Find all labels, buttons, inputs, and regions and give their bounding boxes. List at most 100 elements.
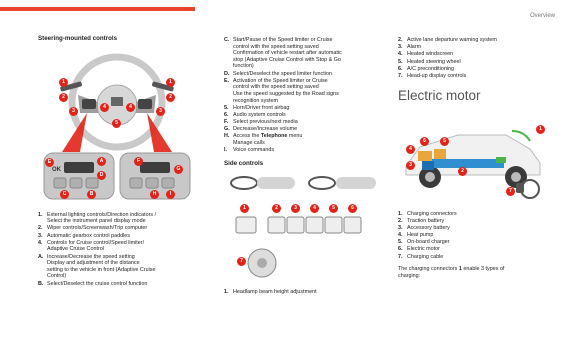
list-item: G.Decrease/Increase volume [224,126,298,133]
charging-paragraph: The charging connectors 1 enable 3 types… [398,266,505,279]
side-callout-3: 3 [291,204,300,214]
ev-callout-5: 5 [440,136,449,146]
list-item: 6.Audio system controls [224,111,286,118]
ev-callout-4: 4 [406,144,415,154]
callout-4-left: 4 [100,102,109,112]
list-item: 6.A/C preconditioning [398,65,455,72]
callout-B: B [87,189,96,199]
list-item: 3.Accessory battery [398,224,450,231]
right-pointer-beam [147,112,172,152]
left-button-1 [53,177,67,189]
ok-label: OK [52,167,62,173]
list-item: 3.Automatic gearbox control paddles [38,232,131,239]
side-callout-7: 7 [237,257,246,267]
list-item: B.Select/Deselect the cruise control fun… [38,280,148,287]
right-button-1 [129,177,143,189]
list-item: 1.External lighting controls/Direction i… [38,211,157,225]
callout-3-left: 3 [69,106,78,116]
list-item: C.Start/Pause of the Speed limiter or Cr… [224,37,342,70]
beam-height-wheel [235,216,257,234]
callout-C: C [60,189,69,199]
side-callout-6: 6 [348,204,357,214]
side-controls-illustration [230,176,376,278]
steering-wheel-illustration: OK [43,53,191,200]
left-button-2 [69,177,83,189]
steering-wheel-figure: OK 1 2 3 4 5 1 2 3 4 E A D C B F G H I [42,47,192,212]
right-roller-control [140,161,170,173]
list-item: 6.Electric motor [398,246,440,253]
brand-logo-shape [111,96,123,106]
right-button-3 [161,177,175,189]
front-wheel-hub [425,171,435,182]
electric-motor-list: 1.Charging connectors 2.Traction battery… [398,211,556,261]
list-item: A.Increase/Decrease the speed setting Di… [38,253,156,280]
list-item: 3.Alarm [398,44,422,51]
on-board-charger [434,148,446,159]
traction-battery [428,158,504,168]
electric-motor-column: 2.Active lane departure warning system 3… [398,37,556,279]
accessory-battery [422,160,434,170]
list-item: 1.Headlamp beam height adjustment [224,289,317,296]
left-roller-control [64,161,94,173]
list-item: 5.On-board charger [398,239,450,246]
button-heated-windscreen [305,216,324,234]
list-item: 5.Horn/Driver front airbag [224,104,290,111]
callout-A: A [97,156,106,166]
steering-controls-column: Steering-mounted controls OK [38,35,216,288]
list-item: 2.Wiper controls/Screenwash/Trip compute… [38,225,148,232]
ev-callout-3: 3 [406,160,415,170]
list-item: H.Access the Telephone menu Manage calls [224,133,303,147]
left-pointer-beam [62,112,87,152]
callout-D: D [97,170,106,180]
list-item: 5.Heated steering wheel [398,58,461,65]
section-label: Overview [529,13,555,19]
charging-connector-line [511,129,531,142]
list-item: E.Activation of the Speed limiter or Cru… [224,77,339,104]
right-button-2 [145,177,159,189]
ev-callout-6: 6 [420,136,429,146]
callout-5-horn: 5 [112,118,121,128]
side-controls-heading: Side controls [224,159,264,167]
steering-controls-heading: Steering-mounted controls [38,35,118,42]
left-control-pad [82,98,96,109]
small-wheel-right [308,176,336,191]
side-controls-list: 1.Headlamp beam height adjustment [224,289,388,296]
small-wheel-left [230,176,258,191]
steering-controls-continued-column: C.Start/Pause of the Speed limiter or Cr… [224,37,388,297]
steering-controls-list: 1.External lighting controls/Direction i… [38,212,216,288]
list-item: D.Select/Deselect the speed limiter func… [224,70,332,77]
charging-connector-block [496,156,506,163]
list-item: 4.Controls for Cruise control/Speed limi… [38,239,145,253]
callout-G: G [174,164,183,174]
list-item: 4.Heat pump [398,232,434,239]
side-panel-right [336,177,376,190]
list-item: 7.Head-up display controls [398,72,467,79]
electric-car-illustration [405,129,541,199]
ev-callout-2: 2 [458,166,467,176]
rear-wheel-hub [511,171,521,182]
ev-callout-7: 7 [506,186,515,196]
callout-4-right: 4 [126,102,135,112]
side-callout-2: 2 [272,204,281,214]
electric-motor-heading: Electric motor [398,87,481,103]
side-callout-1: 1 [240,204,249,214]
button-lane-departure [267,216,286,234]
callout-I: I [166,189,175,199]
callout-E: E [45,157,54,167]
list-item: F.Select previous/next media [224,119,298,126]
side-controls-figure: 1 2 3 4 5 6 7 [224,171,384,289]
button-alarm [286,216,305,234]
list-item: 1.Charging connectors [398,210,457,217]
list-item: 4.Heated windscreen [398,51,454,58]
list-item: 2.Traction battery [398,217,445,224]
side-callout-4: 4 [310,204,319,214]
button-ac-preconditioning [343,216,362,234]
list-item: I.Voice commands [224,147,275,154]
right-stalk [152,81,174,91]
callout-2-right: 2 [166,92,175,102]
callout-3-right: 3 [156,106,165,116]
callout-F: F [134,156,143,166]
hud-control-center [257,258,267,269]
list-item: 2.Active lane departure warning system [398,37,497,43]
electric-car-figure: 1 2 3 4 5 6 7 [398,111,548,203]
